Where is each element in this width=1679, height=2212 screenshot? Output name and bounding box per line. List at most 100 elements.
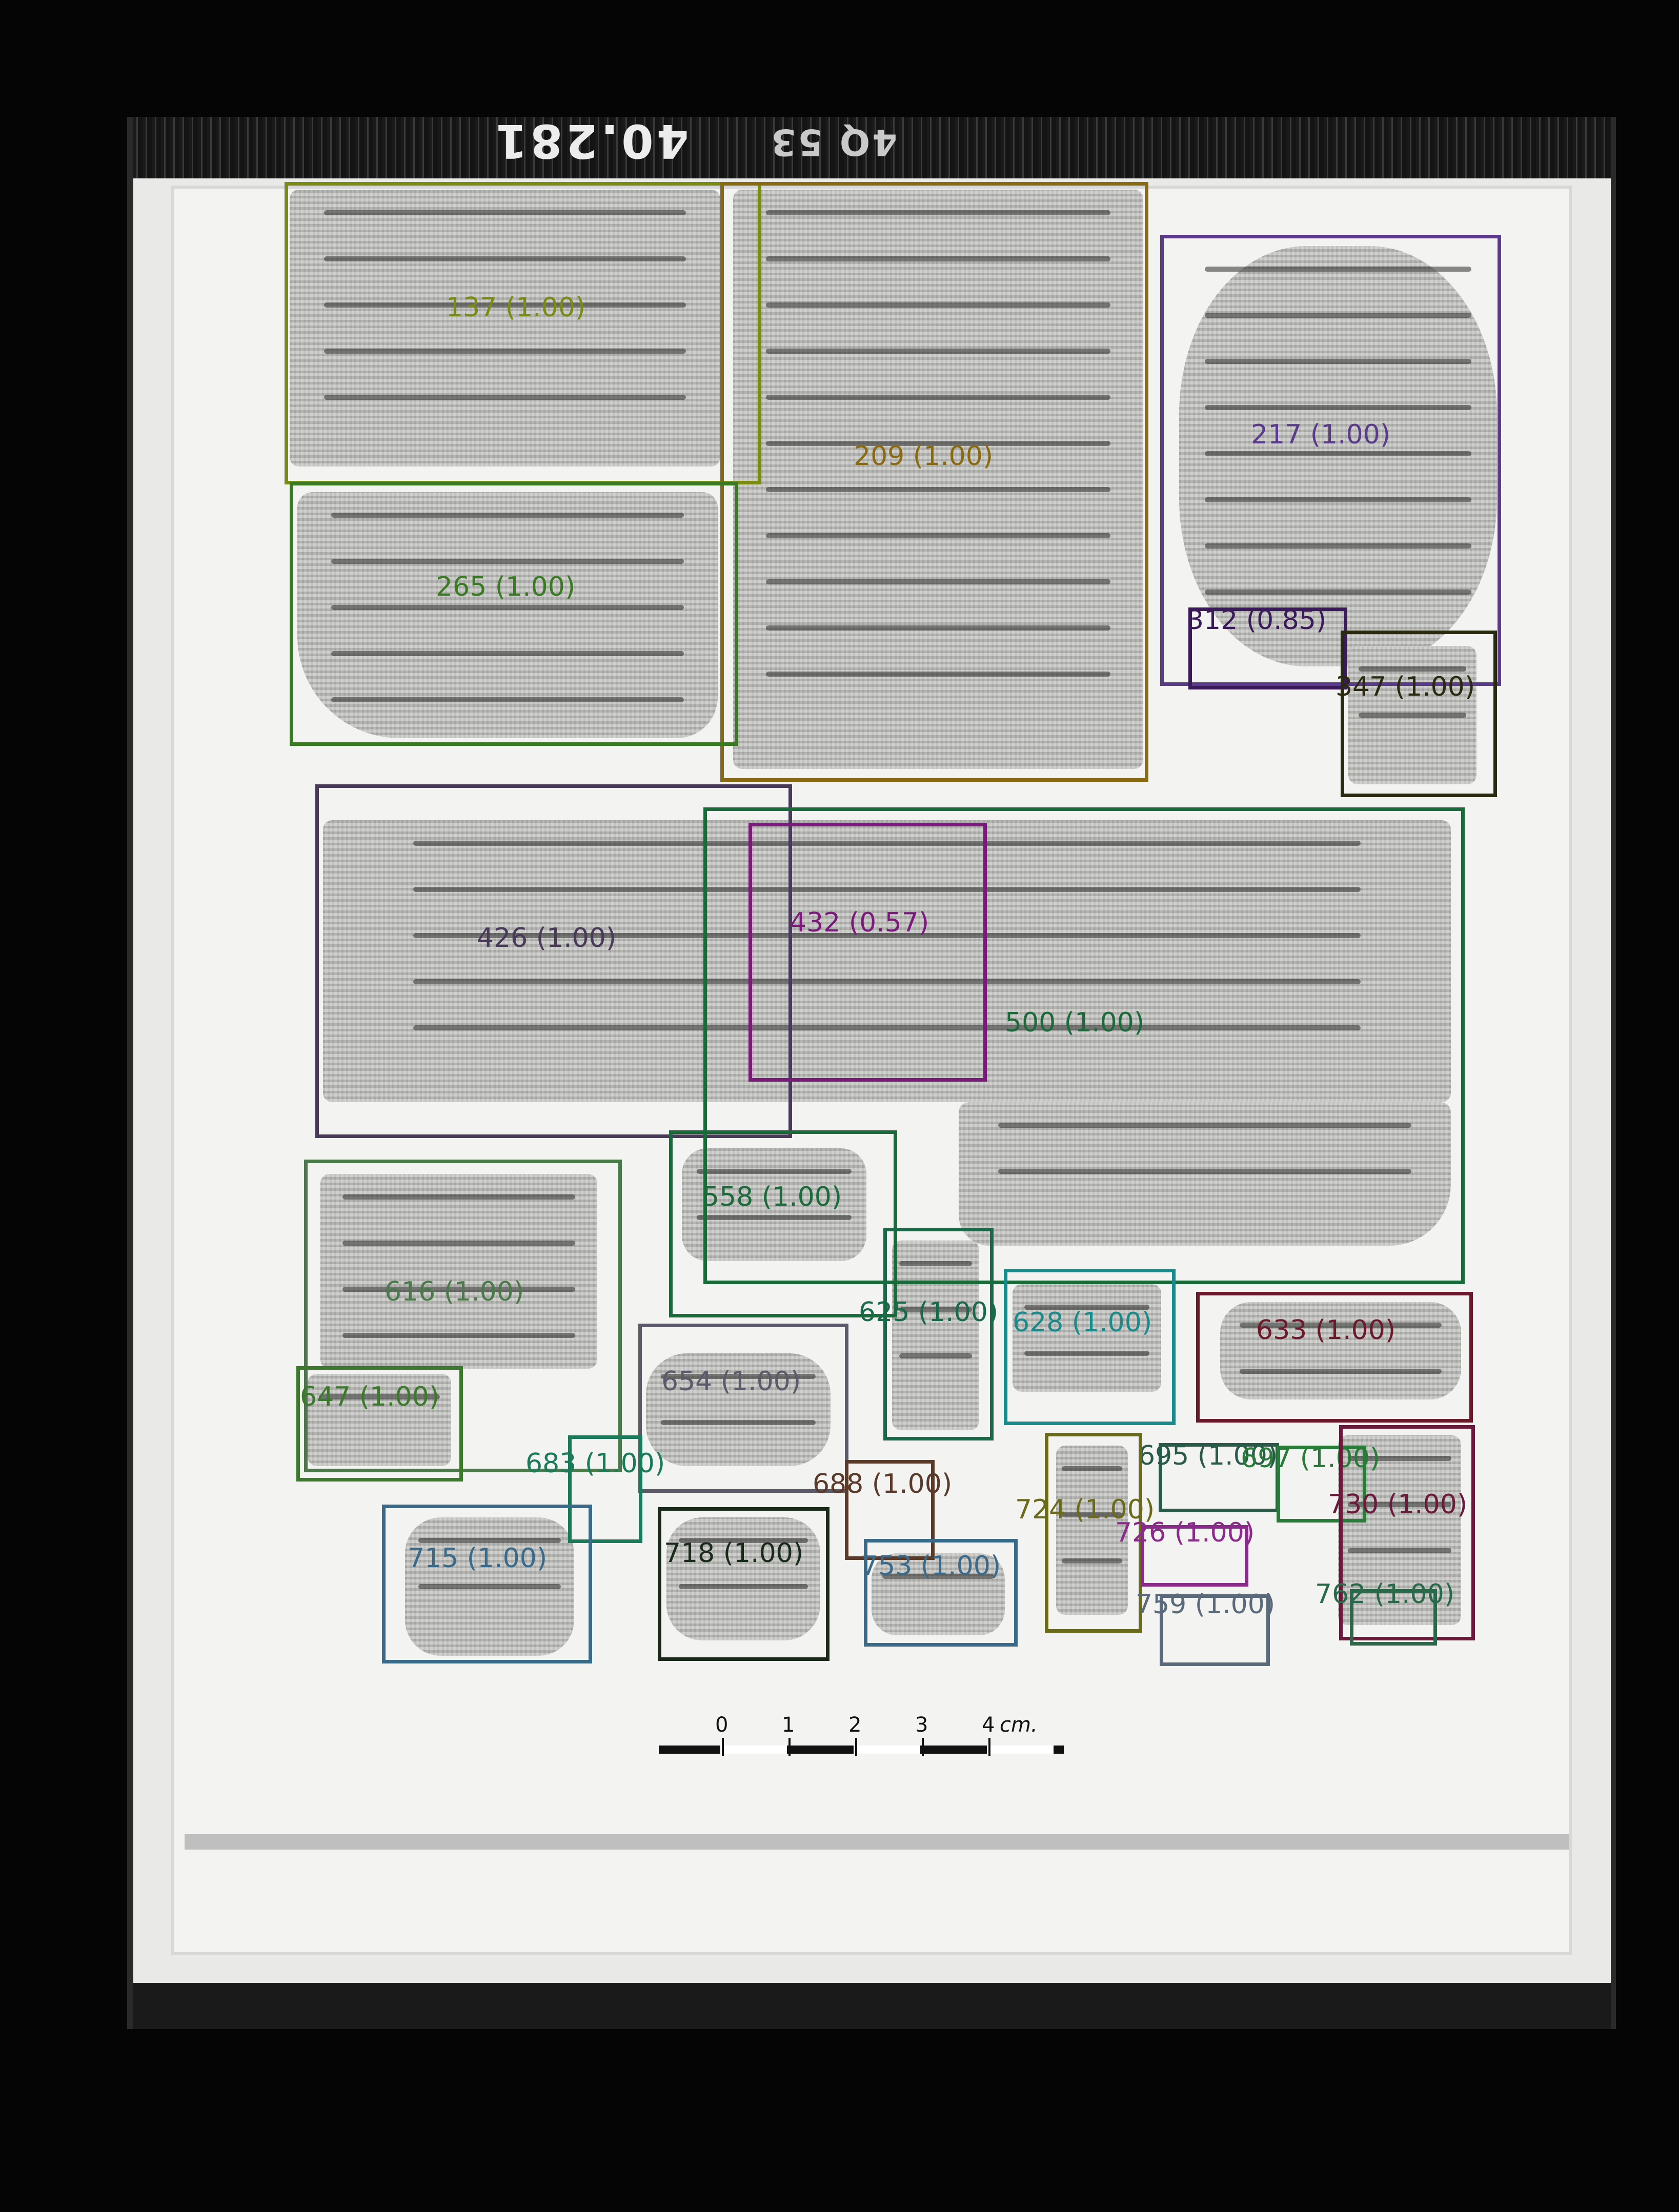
scale-tick-1: 1 <box>782 1713 795 1737</box>
detection-label-759: 759 (1.00) <box>1136 1589 1276 1620</box>
ink-line <box>1204 267 1472 272</box>
ink-line <box>324 395 686 400</box>
ink-line <box>342 1194 575 1200</box>
ink-line <box>413 887 1361 892</box>
detection-box-688 <box>845 1460 935 1560</box>
ink-line <box>696 1215 852 1220</box>
ink-line <box>766 210 1110 215</box>
plate-bottom-edge <box>133 1983 1611 2029</box>
ink-line <box>1359 713 1466 718</box>
ink-line <box>766 672 1110 677</box>
ink-line <box>1062 1512 1122 1517</box>
detection-label-683: 683 (1.00) <box>525 1448 665 1479</box>
ink-line <box>766 625 1110 631</box>
detection-label-724: 724 (1.00) <box>1015 1494 1155 1525</box>
scale-unit: cm. <box>1000 1713 1038 1737</box>
detection-box-726 <box>1141 1525 1248 1587</box>
ink-line <box>1204 451 1472 456</box>
ink-line <box>1359 666 1466 672</box>
ink-line <box>1204 497 1472 502</box>
detection-box-265 <box>290 482 738 746</box>
scale-bar-graphic <box>659 1738 1064 1756</box>
detection-box-426 <box>315 784 792 1138</box>
detection-label-432: 432 (0.57) <box>790 907 929 938</box>
detection-label-753: 753 (1.00) <box>861 1551 1001 1581</box>
ink-line <box>324 302 686 308</box>
ink-line <box>766 487 1110 492</box>
detection-box-730 <box>1339 1425 1475 1640</box>
scroll-fragment <box>308 1374 451 1466</box>
scroll-fragment <box>290 190 720 466</box>
ink-line <box>1062 1466 1122 1471</box>
card-edge <box>185 1834 1569 1850</box>
ink-line <box>418 1538 561 1543</box>
detection-label-715: 715 (1.00) <box>408 1543 548 1574</box>
ink-line <box>324 210 686 215</box>
detection-label-426: 426 (1.00) <box>477 923 617 953</box>
detection-box-633 <box>1196 1292 1473 1423</box>
ink-line <box>660 1420 816 1425</box>
scroll-fragment <box>323 820 1451 1102</box>
ink-line <box>1239 1369 1442 1374</box>
detection-box-558 <box>669 1130 897 1317</box>
ink-line <box>1024 1305 1149 1310</box>
scroll-fragment <box>297 492 718 738</box>
ink-line <box>766 395 1110 400</box>
detection-box-715 <box>382 1505 592 1663</box>
detection-box-697 <box>1277 1446 1366 1523</box>
detection-label-312: 312 (0.85) <box>1187 605 1327 636</box>
detection-box-753 <box>864 1539 1018 1647</box>
detection-box-718 <box>658 1507 830 1661</box>
ink-line <box>331 513 684 518</box>
ink-line <box>1024 1351 1149 1356</box>
scroll-fragment <box>733 190 1143 769</box>
ink-line <box>766 441 1110 446</box>
ink-line <box>1204 590 1472 595</box>
plate-number-secondary: 4Q 53 <box>769 121 897 163</box>
scroll-fragment <box>666 1517 820 1640</box>
detection-label-616: 616 (1.00) <box>385 1276 524 1307</box>
ink-line <box>1239 1323 1442 1328</box>
ink-line <box>1204 543 1472 549</box>
ink-line <box>766 349 1110 354</box>
detection-box-432 <box>749 823 987 1082</box>
scale-bar: 0 1 2 3 4 cm. <box>659 1710 1064 1771</box>
ink-line <box>331 559 684 564</box>
detection-label-718: 718 (1.00) <box>664 1538 804 1569</box>
ink-line <box>766 302 1110 308</box>
scale-tick-3: 3 <box>915 1713 928 1737</box>
plate-number: 40.281 <box>492 114 689 168</box>
ink-line <box>331 651 684 656</box>
detection-box-628 <box>1004 1269 1176 1425</box>
ink-line <box>331 605 684 610</box>
ink-line <box>1348 1548 1451 1553</box>
scroll-fragment <box>646 1353 831 1466</box>
detection-label-726: 726 (1.00) <box>1115 1517 1255 1548</box>
detection-label-688: 688 (1.00) <box>813 1469 953 1499</box>
scroll-fragment <box>405 1517 574 1656</box>
detection-box-347 <box>1341 631 1497 797</box>
ink-line <box>342 1241 575 1246</box>
ink-line <box>413 933 1361 938</box>
detection-label-137: 137 (1.00) <box>446 292 586 323</box>
ink-line <box>766 256 1110 261</box>
scroll-fragment <box>872 1553 1005 1635</box>
detection-box-654 <box>638 1324 848 1493</box>
detection-box-312 <box>1188 607 1347 689</box>
ink-line <box>1348 1502 1451 1507</box>
detection-box-625 <box>883 1228 994 1440</box>
detection-label-633: 633 (1.00) <box>1256 1315 1396 1346</box>
ink-line <box>899 1353 973 1358</box>
detection-label-628: 628 (1.00) <box>1013 1307 1152 1338</box>
ink-line <box>324 256 686 261</box>
detection-box-759 <box>1160 1594 1270 1666</box>
ink-line <box>660 1374 816 1379</box>
detection-box-217 <box>1160 235 1501 686</box>
ink-line <box>882 1574 995 1579</box>
ink-line <box>1204 359 1472 364</box>
ink-line <box>413 841 1361 846</box>
ink-line <box>1204 313 1472 318</box>
detection-label-625: 625 (1.00) <box>859 1297 999 1328</box>
ink-line <box>998 1123 1412 1128</box>
ink-line <box>1062 1558 1122 1564</box>
